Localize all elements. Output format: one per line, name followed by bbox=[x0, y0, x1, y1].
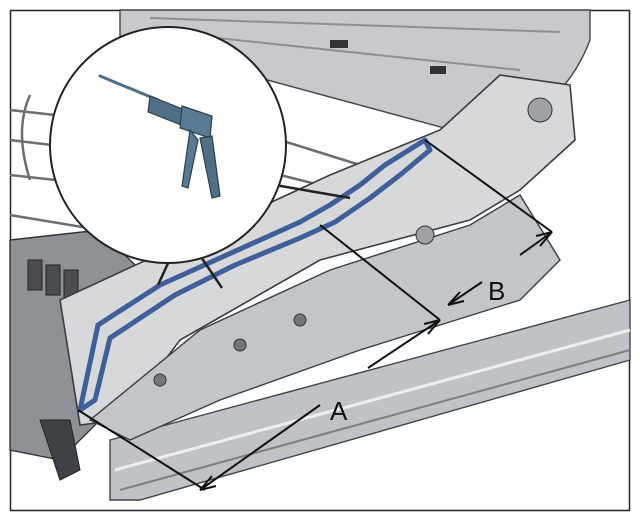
side-frame bbox=[59, 74, 576, 441]
dimension-line-b-lower bbox=[447, 281, 483, 306]
dimension-a bbox=[77, 224, 441, 491]
dimension-line-a-upper bbox=[367, 319, 441, 369]
dimension-b bbox=[424, 139, 553, 306]
extension-line-a-end bbox=[319, 224, 441, 321]
tool-inset bbox=[49, 26, 287, 264]
arrowhead-b-upper bbox=[535, 231, 553, 247]
seat-rail bbox=[109, 299, 631, 501]
dimension-label-a: A bbox=[330, 396, 348, 426]
extension-line-b-start bbox=[424, 139, 553, 233]
arrowhead-a-lower bbox=[199, 475, 217, 491]
dimension-line-a-lower bbox=[199, 404, 321, 491]
sealant-gun-icon bbox=[98, 74, 221, 199]
dimension-label-b: B bbox=[488, 276, 505, 306]
arrowhead-a-upper bbox=[423, 319, 441, 335]
sealer-bead bbox=[77, 137, 433, 413]
extension-line-a-start bbox=[77, 409, 206, 491]
arrowhead-b-lower bbox=[447, 291, 465, 306]
dimension-line-b-upper bbox=[519, 231, 553, 256]
